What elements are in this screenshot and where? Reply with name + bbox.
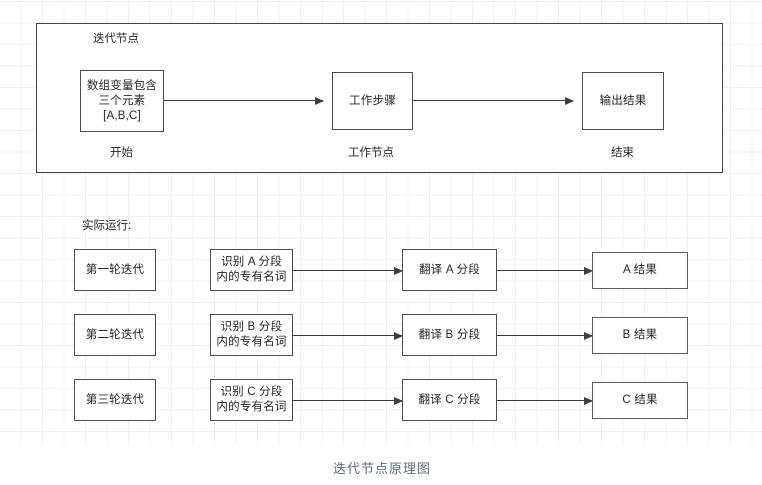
node-start-sublabel: 开始 [110,147,133,159]
identify-box-1: 识别 A 分段 内的专有名词 [210,249,293,291]
node-work-sublabel: 工作节点 [348,147,394,159]
arrow-translate-to-result-3 [497,400,592,402]
identify-box-3: 识别 C 分段 内的专有名词 [210,379,293,421]
iteration-box-3: 第三轮迭代 [74,379,156,421]
translate-box-3: 翻译 C 分段 [402,379,497,421]
runtime-title: 实际运行: [82,220,132,232]
diagram-caption: 迭代节点原理图 [333,461,432,476]
schematic-title: 迭代节点 [93,33,139,45]
node-end-sublabel: 结束 [611,147,634,159]
node-end: 输出结果 [582,72,664,130]
arrow-identify-to-translate-2 [293,335,402,337]
arrow-translate-to-result-1 [497,270,592,272]
translate-box-1: 翻译 A 分段 [402,249,497,291]
iteration-box-1: 第一轮迭代 [74,249,156,291]
node-start: 数组变量包含 三个元素 [A,B,C] [80,70,164,132]
result-box-2: B 结果 [592,317,688,354]
result-box-1: A 结果 [592,252,688,289]
arrow-translate-to-result-2 [497,335,592,337]
arrow-identify-to-translate-3 [293,400,402,402]
translate-box-2: 翻译 B 分段 [402,314,497,356]
arrow-start-to-work [164,100,323,102]
identify-box-2: 识别 B 分段 内的专有名词 [210,314,293,356]
arrow-work-to-end [413,100,573,102]
arrow-identify-to-translate-1 [293,270,402,272]
iteration-box-2: 第二轮迭代 [74,314,156,356]
caption-area [0,446,762,485]
node-work: 工作步骤 [332,72,413,130]
result-box-3: C 结果 [592,382,688,419]
